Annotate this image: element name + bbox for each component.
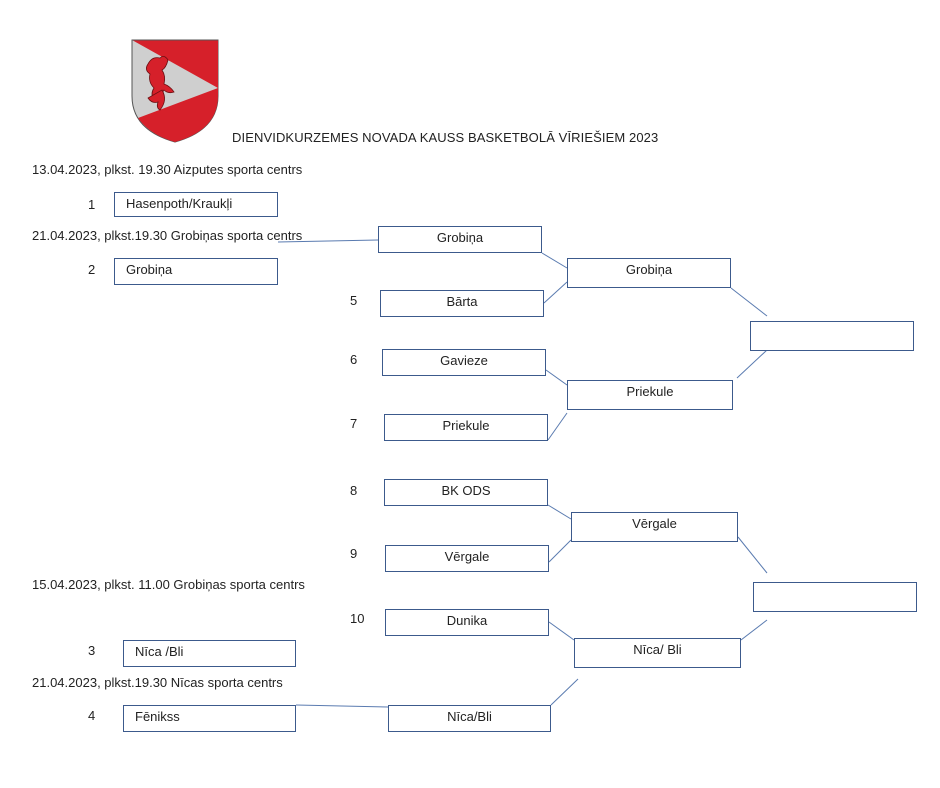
- team-box-r2-priekule: Priekule: [567, 380, 733, 410]
- seed-number: 7: [350, 416, 358, 431]
- team-box-semi-top: [750, 321, 914, 351]
- team-box-gavieze: Gavieze: [382, 349, 546, 376]
- team-box-semi-bottom: [753, 582, 917, 612]
- schedule-line-3: 15.04.2023, plkst. 11.00 Grobiņas sporta…: [32, 577, 305, 592]
- schedule-line-2: 21.04.2023, plkst.19.30 Grobiņas sporta …: [32, 228, 303, 243]
- seed-number: 1: [88, 197, 96, 212]
- team-box-r2-vergale: Vērgale: [571, 512, 738, 542]
- seed-number: 10: [350, 611, 365, 626]
- team-box-r2-nica: Nīca/ Bli: [574, 638, 741, 668]
- seed-number: 5: [350, 293, 358, 308]
- team-box-r2-grobina: Grobiņa: [567, 258, 731, 288]
- team-box-grobina: Grobiņa: [378, 226, 542, 253]
- seed-number: 6: [350, 352, 358, 367]
- page-title: DIENVIDKURZEMES NOVADA KAUSS BASKETBOLĀ …: [232, 130, 659, 145]
- team-box-vergale: Vērgale: [385, 545, 549, 572]
- team-box-nica-seed3: Nīca /Bli: [123, 640, 296, 667]
- team-box-grobina-seed2: Grobiņa: [114, 258, 278, 285]
- seed-number: 4: [88, 708, 96, 723]
- seed-number: 9: [350, 546, 358, 561]
- seed-number: 8: [350, 483, 358, 498]
- seed-number: 2: [88, 262, 96, 277]
- team-box-fenikss: Fēnikss: [123, 705, 296, 732]
- schedule-line-1: 13.04.2023, plkst. 19.30 Aizputes sporta…: [32, 162, 303, 177]
- team-box-bk-ods: BK ODS: [384, 479, 548, 506]
- seed-number: 3: [88, 643, 96, 658]
- schedule-line-4: 21.04.2023, plkst.19.30 Nīcas sporta cen…: [32, 675, 283, 690]
- team-box-priekule: Priekule: [384, 414, 548, 441]
- team-box-dunika: Dunika: [385, 609, 549, 636]
- team-box-barta: Bārta: [380, 290, 544, 317]
- lion-icon: [146, 56, 175, 111]
- team-box-hasenpoth: Hasenpoth/Kraukļi: [114, 192, 278, 217]
- coat-of-arms-logo: [131, 39, 219, 143]
- team-box-nica-bli: Nīca/Bli: [388, 705, 551, 732]
